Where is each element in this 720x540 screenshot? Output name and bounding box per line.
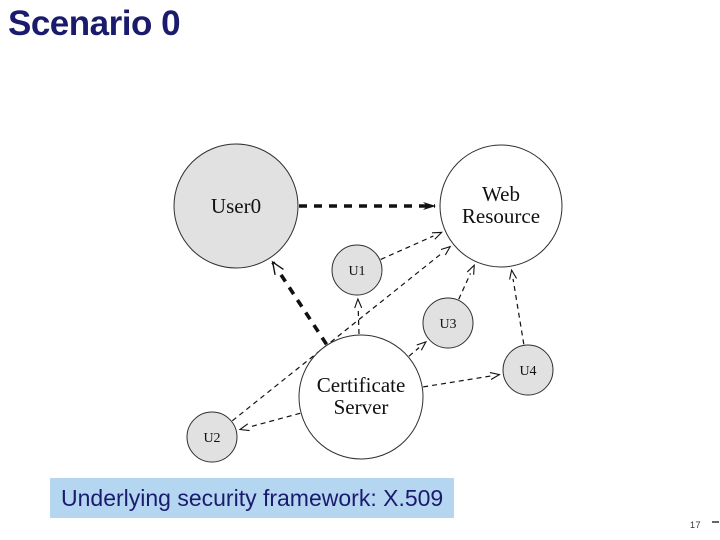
node-cert-server [298,334,424,460]
edge-cert-server-to-user0 [271,260,329,346]
edge-u3-to-web-resource [458,263,475,300]
node-label-web-resource: Resource [462,204,540,228]
edge-cert-server-to-u3 [408,340,428,357]
slide-title: Scenario 0 [8,4,181,43]
node-u1 [331,244,383,296]
node-u3 [422,297,474,349]
edge-u1-to-web-resource [380,231,443,260]
node-label-u3: U3 [439,317,456,332]
node-label-web-resource: Web [482,182,520,206]
edge-cert-server-to-u4 [423,372,501,388]
node-user0 [173,143,299,269]
node-label-cert-server: Certificate [317,373,406,397]
edge-cert-server-to-u2 [238,412,301,432]
node-label-u2: U2 [203,431,220,446]
node-u4 [502,344,554,396]
corner-dash-decoration [712,521,719,523]
node-label-user0: User0 [211,194,261,218]
edge-cert-server-to-u1 [354,297,363,335]
node-label-u4: U4 [519,364,536,379]
node-web-resource [439,144,563,268]
node-u2 [186,411,238,463]
node-label-u1: U1 [348,264,365,279]
node-label-cert-server: Server [334,395,389,419]
page-number: 17 [690,520,702,530]
caption-highlight: Underlying security framework: X.509 [50,478,455,518]
edge-u4-to-web-resource [509,268,525,345]
edge-u2-to-web-resource [231,245,452,422]
